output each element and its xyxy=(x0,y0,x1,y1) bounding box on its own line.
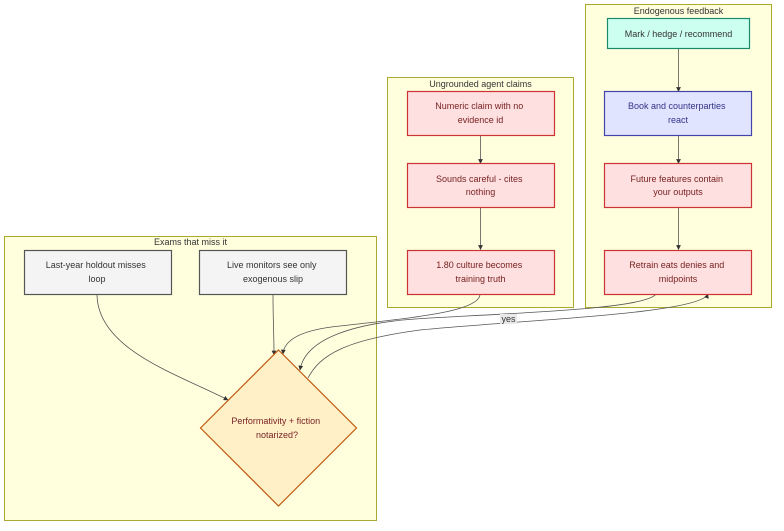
edge-label-yes-text: yes xyxy=(501,314,516,324)
node-sounds-careful[interactable]: Sounds careful - cites nothing xyxy=(406,162,556,209)
node-performativity-decision-label: Performativity + fiction notarized? xyxy=(231,416,322,440)
edge-culture-to-decision xyxy=(280,293,481,355)
node-last-year-holdout-box xyxy=(23,249,173,296)
node-book-and-counterparties-label: Book and counterparties react xyxy=(628,101,728,125)
edges xyxy=(96,48,709,401)
node-sounds-careful-label: Sounds careful - cites nothing xyxy=(436,174,525,197)
node-numeric-claim[interactable]: Numeric claim with no evidence id xyxy=(406,90,556,137)
node-last-year-holdout[interactable]: Last-year holdout misses loop xyxy=(23,249,173,296)
node-live-monitors-label: Live monitors see only exogenous slip xyxy=(227,260,319,284)
node-book-and-counterparties-box xyxy=(603,90,753,137)
node-culture-training-truth-box xyxy=(406,249,556,296)
node-future-features[interactable]: Future features contain your outputs xyxy=(603,162,753,209)
node-sounds-careful-box xyxy=(406,162,556,209)
node-mark-hedge-recommend-label: Mark / hedge / recommend xyxy=(625,29,733,39)
edge-decision-yes-to-retrain xyxy=(307,293,709,379)
node-last-year-holdout-label: Last-year holdout misses loop xyxy=(46,260,149,284)
node-live-monitors-box xyxy=(198,249,348,296)
nodes: Mark / hedge / recommend Book and counte… xyxy=(23,17,753,507)
node-numeric-claim-label: Numeric claim with no evidence id xyxy=(435,101,526,125)
node-retrain-eats-denies[interactable]: Retrain eats denies and midpoints xyxy=(603,249,753,296)
node-numeric-claim-box xyxy=(406,90,556,137)
node-mark-hedge-recommend[interactable]: Mark / hedge / recommend xyxy=(606,17,751,50)
node-book-and-counterparties[interactable]: Book and counterparties react xyxy=(603,90,753,137)
edge-monitors-to-decision xyxy=(271,293,277,356)
node-retrain-eats-denies-label: Retrain eats denies and midpoints xyxy=(629,260,727,284)
node-future-features-label: Future features contain your outputs xyxy=(630,174,725,197)
node-culture-training-truth-label: 1.80 culture becomes training truth xyxy=(436,260,525,284)
node-culture-training-truth[interactable]: 1.80 culture becomes training truth xyxy=(406,249,556,296)
cluster-endogenous-feedback-title: Endogenous feedback xyxy=(634,6,724,16)
node-live-monitors[interactable]: Live monitors see only exogenous slip xyxy=(198,249,348,296)
node-retrain-eats-denies-box xyxy=(603,249,753,296)
edge-retrain-to-decision xyxy=(298,293,657,371)
cluster-exams-that-miss-it-title: Exams that miss it xyxy=(154,237,228,247)
edge-holdout-to-decision xyxy=(96,293,229,401)
node-future-features-box xyxy=(603,162,753,209)
cluster-ungrounded-agent-claims-title: Ungrounded agent claims xyxy=(429,79,532,89)
node-performativity-decision[interactable]: Performativity + fiction notarized? xyxy=(199,349,358,507)
node-performativity-decision-diamond xyxy=(199,349,358,507)
edge-label-yes: yes xyxy=(500,314,517,324)
node-mark-hedge-recommend-box xyxy=(606,17,751,50)
